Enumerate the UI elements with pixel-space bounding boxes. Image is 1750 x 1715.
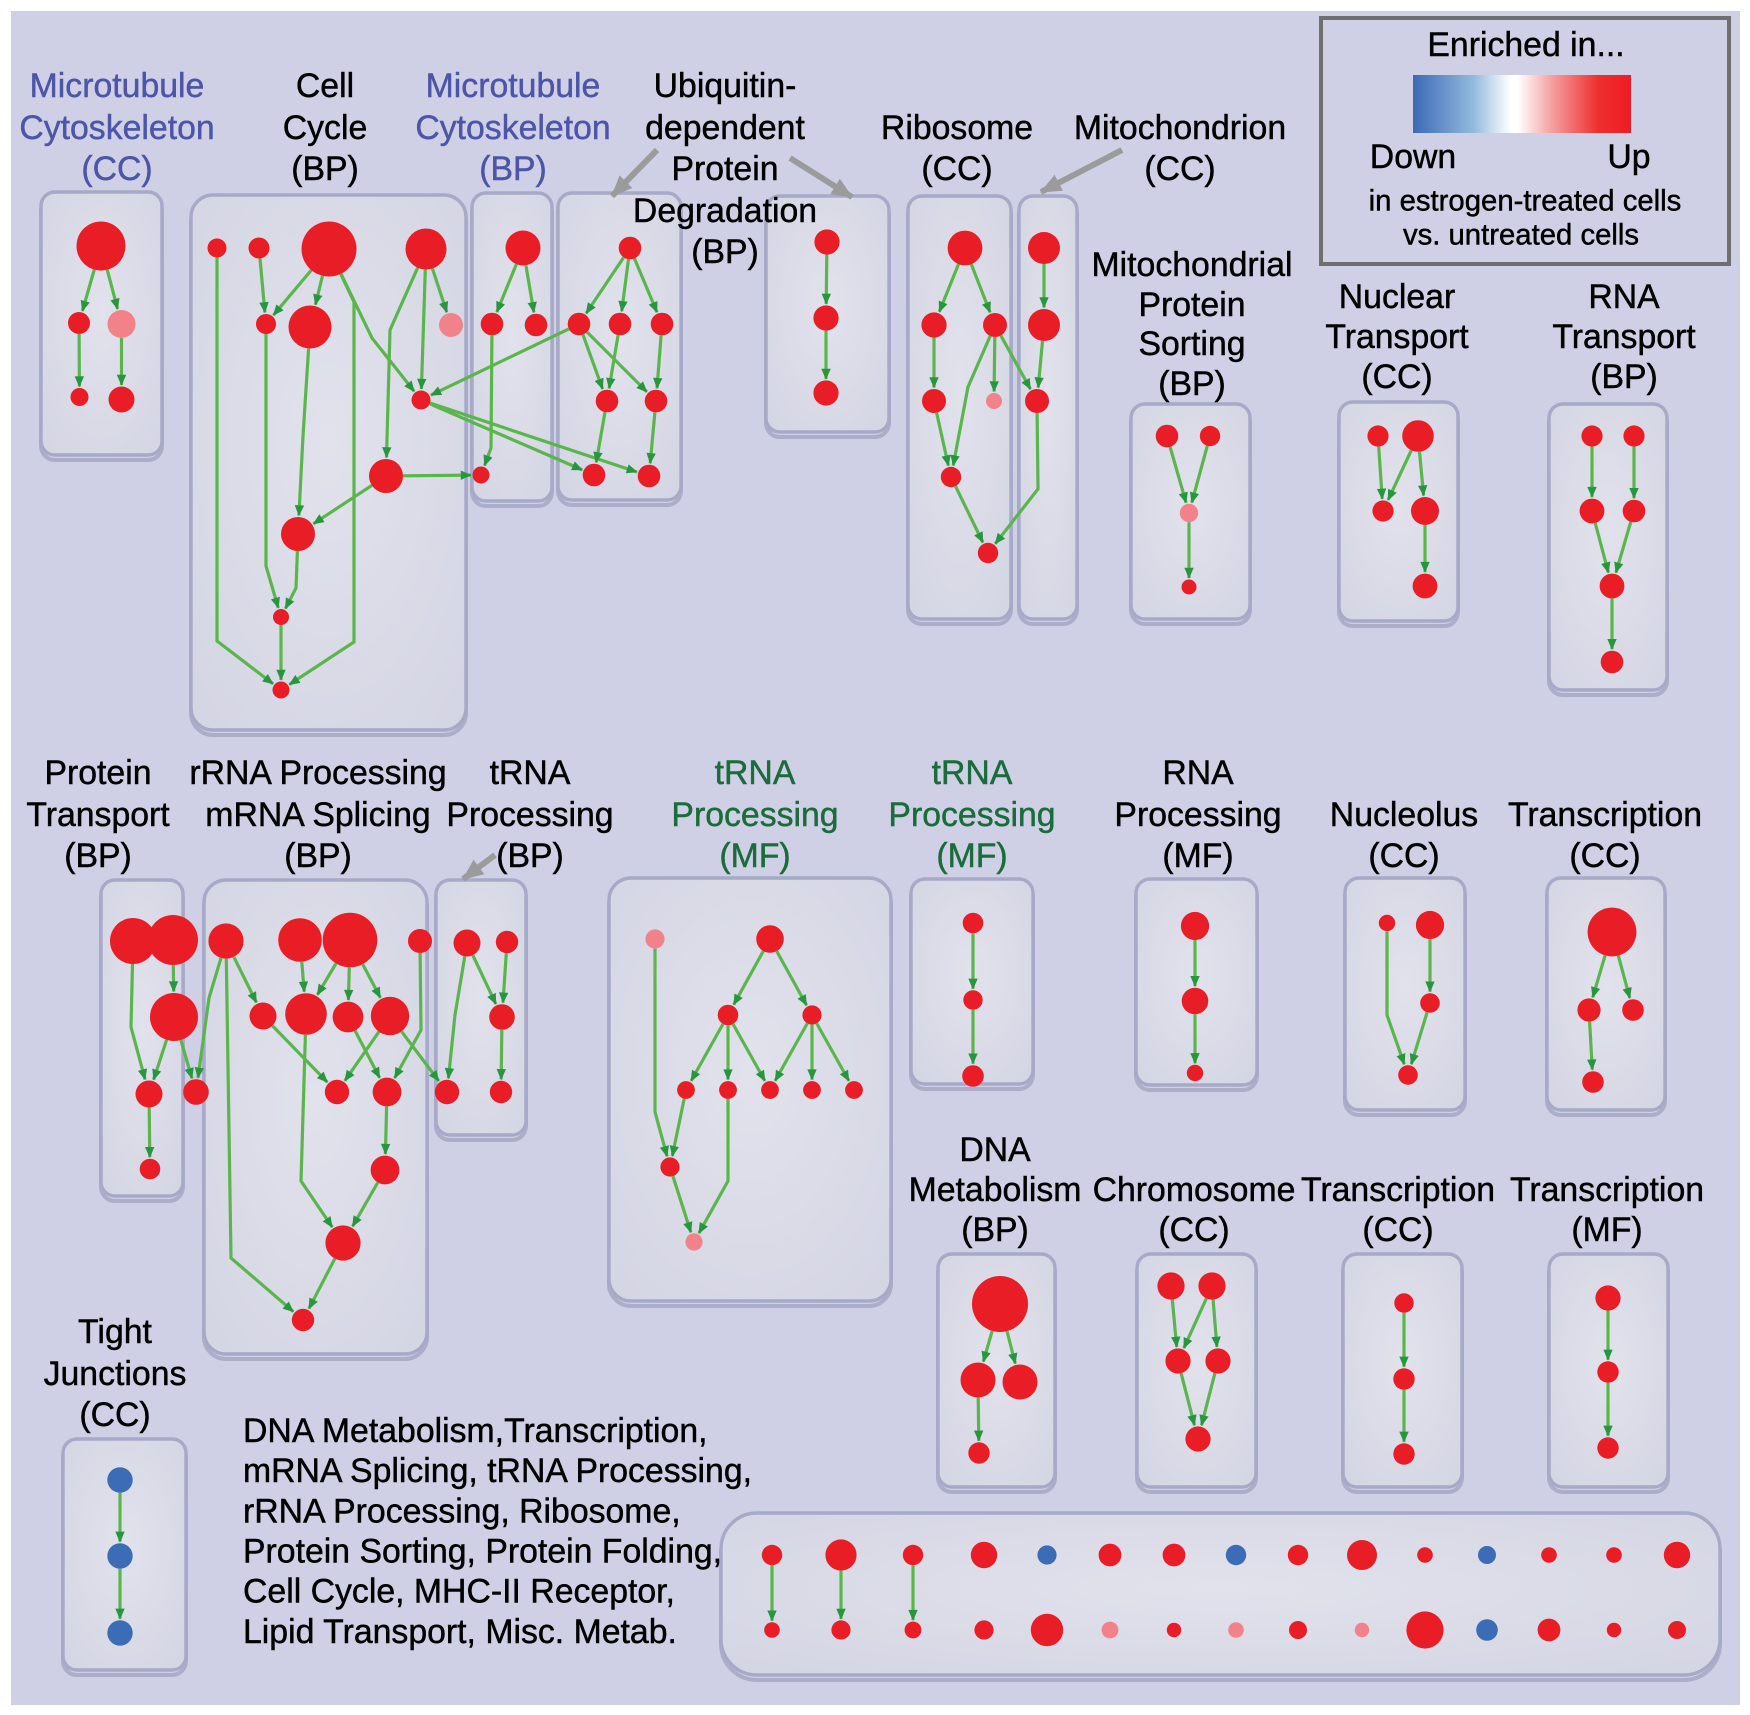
svg-text:Transcription: Transcription (1301, 1171, 1495, 1209)
svg-text:Cell Cycle, MHC-II Receptor,: Cell Cycle, MHC-II Receptor, (243, 1573, 675, 1611)
svg-text:Cycle: Cycle (283, 109, 368, 147)
svg-text:Mitochondrion: Mitochondrion (1074, 109, 1286, 147)
svg-text:Protein Sorting, Protein Foldi: Protein Sorting, Protein Folding, (243, 1533, 722, 1571)
svg-text:Nuclear: Nuclear (1339, 278, 1455, 316)
svg-text:Mitochondrial: Mitochondrial (1092, 246, 1293, 284)
svg-text:Processing: Processing (671, 796, 838, 834)
svg-text:(CC): (CC) (1569, 837, 1640, 875)
svg-text:vs. untreated cells: vs. untreated cells (1403, 219, 1639, 252)
svg-text:Metabolism: Metabolism (909, 1171, 1082, 1209)
svg-text:Cytoskeleton: Cytoskeleton (415, 109, 610, 147)
svg-text:Processing: Processing (1114, 796, 1281, 834)
svg-text:RNA: RNA (1588, 278, 1660, 316)
svg-text:Transport: Transport (1325, 318, 1469, 356)
svg-text:Tight: Tight (78, 1313, 152, 1351)
svg-text:mRNA Splicing, tRNA Processing: mRNA Splicing, tRNA Processing, (243, 1452, 752, 1490)
svg-text:RNA: RNA (1162, 754, 1234, 792)
svg-text:Protein: Protein (1138, 286, 1245, 324)
svg-text:tRNA: tRNA (932, 754, 1013, 792)
svg-text:Nucleolus: Nucleolus (1330, 796, 1478, 834)
svg-text:Transcription: Transcription (1510, 1171, 1704, 1209)
svg-text:Sorting: Sorting (1138, 325, 1245, 363)
svg-text:Protein: Protein (44, 754, 151, 792)
svg-text:(CC): (CC) (1362, 1211, 1433, 1249)
svg-text:Transcription: Transcription (1508, 796, 1702, 834)
svg-text:Transport: Transport (1552, 318, 1696, 356)
svg-text:(BP): (BP) (284, 837, 352, 875)
svg-text:(MF): (MF) (1162, 837, 1233, 875)
svg-text:(BP): (BP) (291, 150, 359, 188)
svg-text:(BP): (BP) (496, 837, 564, 875)
svg-text:rRNA Processing: rRNA Processing (189, 754, 446, 792)
svg-text:(BP): (BP) (1158, 365, 1226, 403)
svg-text:Microtubule: Microtubule (426, 67, 601, 105)
svg-text:Cytoskeleton: Cytoskeleton (19, 109, 214, 147)
svg-text:Microtubule: Microtubule (30, 67, 205, 105)
svg-text:in estrogen-treated cells: in estrogen-treated cells (1369, 185, 1682, 218)
svg-text:Ribosome: Ribosome (881, 109, 1033, 147)
svg-text:(MF): (MF) (1571, 1211, 1642, 1249)
svg-text:(CC): (CC) (1368, 837, 1439, 875)
svg-text:tRNA: tRNA (490, 754, 571, 792)
svg-text:DNA Metabolism,Transcription,: DNA Metabolism,Transcription, (243, 1412, 708, 1450)
svg-text:Down: Down (1370, 138, 1456, 176)
svg-text:Processing: Processing (888, 796, 1055, 834)
svg-text:(BP): (BP) (64, 837, 132, 875)
svg-text:Processing: Processing (446, 796, 613, 834)
svg-text:(CC): (CC) (921, 150, 992, 188)
svg-text:tRNA: tRNA (715, 754, 796, 792)
svg-text:(MF): (MF) (936, 837, 1007, 875)
svg-text:Degradation: Degradation (633, 192, 817, 230)
svg-text:Ubiquitin-: Ubiquitin- (654, 67, 797, 105)
svg-text:Up: Up (1607, 138, 1650, 176)
svg-text:rRNA Processing, Ribosome,: rRNA Processing, Ribosome, (243, 1492, 681, 1530)
svg-text:Cell: Cell (296, 67, 354, 105)
svg-text:(BP): (BP) (479, 150, 547, 188)
svg-text:(CC): (CC) (1158, 1211, 1229, 1249)
svg-text:Chromosome: Chromosome (1093, 1171, 1296, 1209)
svg-text:Lipid Transport, Misc. Metab.: Lipid Transport, Misc. Metab. (243, 1613, 677, 1651)
svg-text:(BP): (BP) (1590, 358, 1658, 396)
svg-text:Enriched in...: Enriched in... (1427, 26, 1624, 64)
svg-text:Transport: Transport (26, 796, 170, 834)
svg-text:mRNA Splicing: mRNA Splicing (205, 796, 430, 834)
svg-text:(BP): (BP) (691, 233, 759, 271)
svg-text:Junctions: Junctions (44, 1355, 187, 1393)
svg-text:Protein: Protein (671, 150, 778, 188)
svg-text:dependent: dependent (645, 109, 805, 147)
svg-text:(CC): (CC) (81, 150, 152, 188)
svg-text:(CC): (CC) (1361, 358, 1432, 396)
svg-text:(CC): (CC) (1144, 150, 1215, 188)
svg-text:(BP): (BP) (961, 1211, 1029, 1249)
svg-text:DNA: DNA (959, 1131, 1031, 1169)
svg-text:(CC): (CC) (79, 1396, 150, 1434)
svg-text:(MF): (MF) (719, 837, 790, 875)
